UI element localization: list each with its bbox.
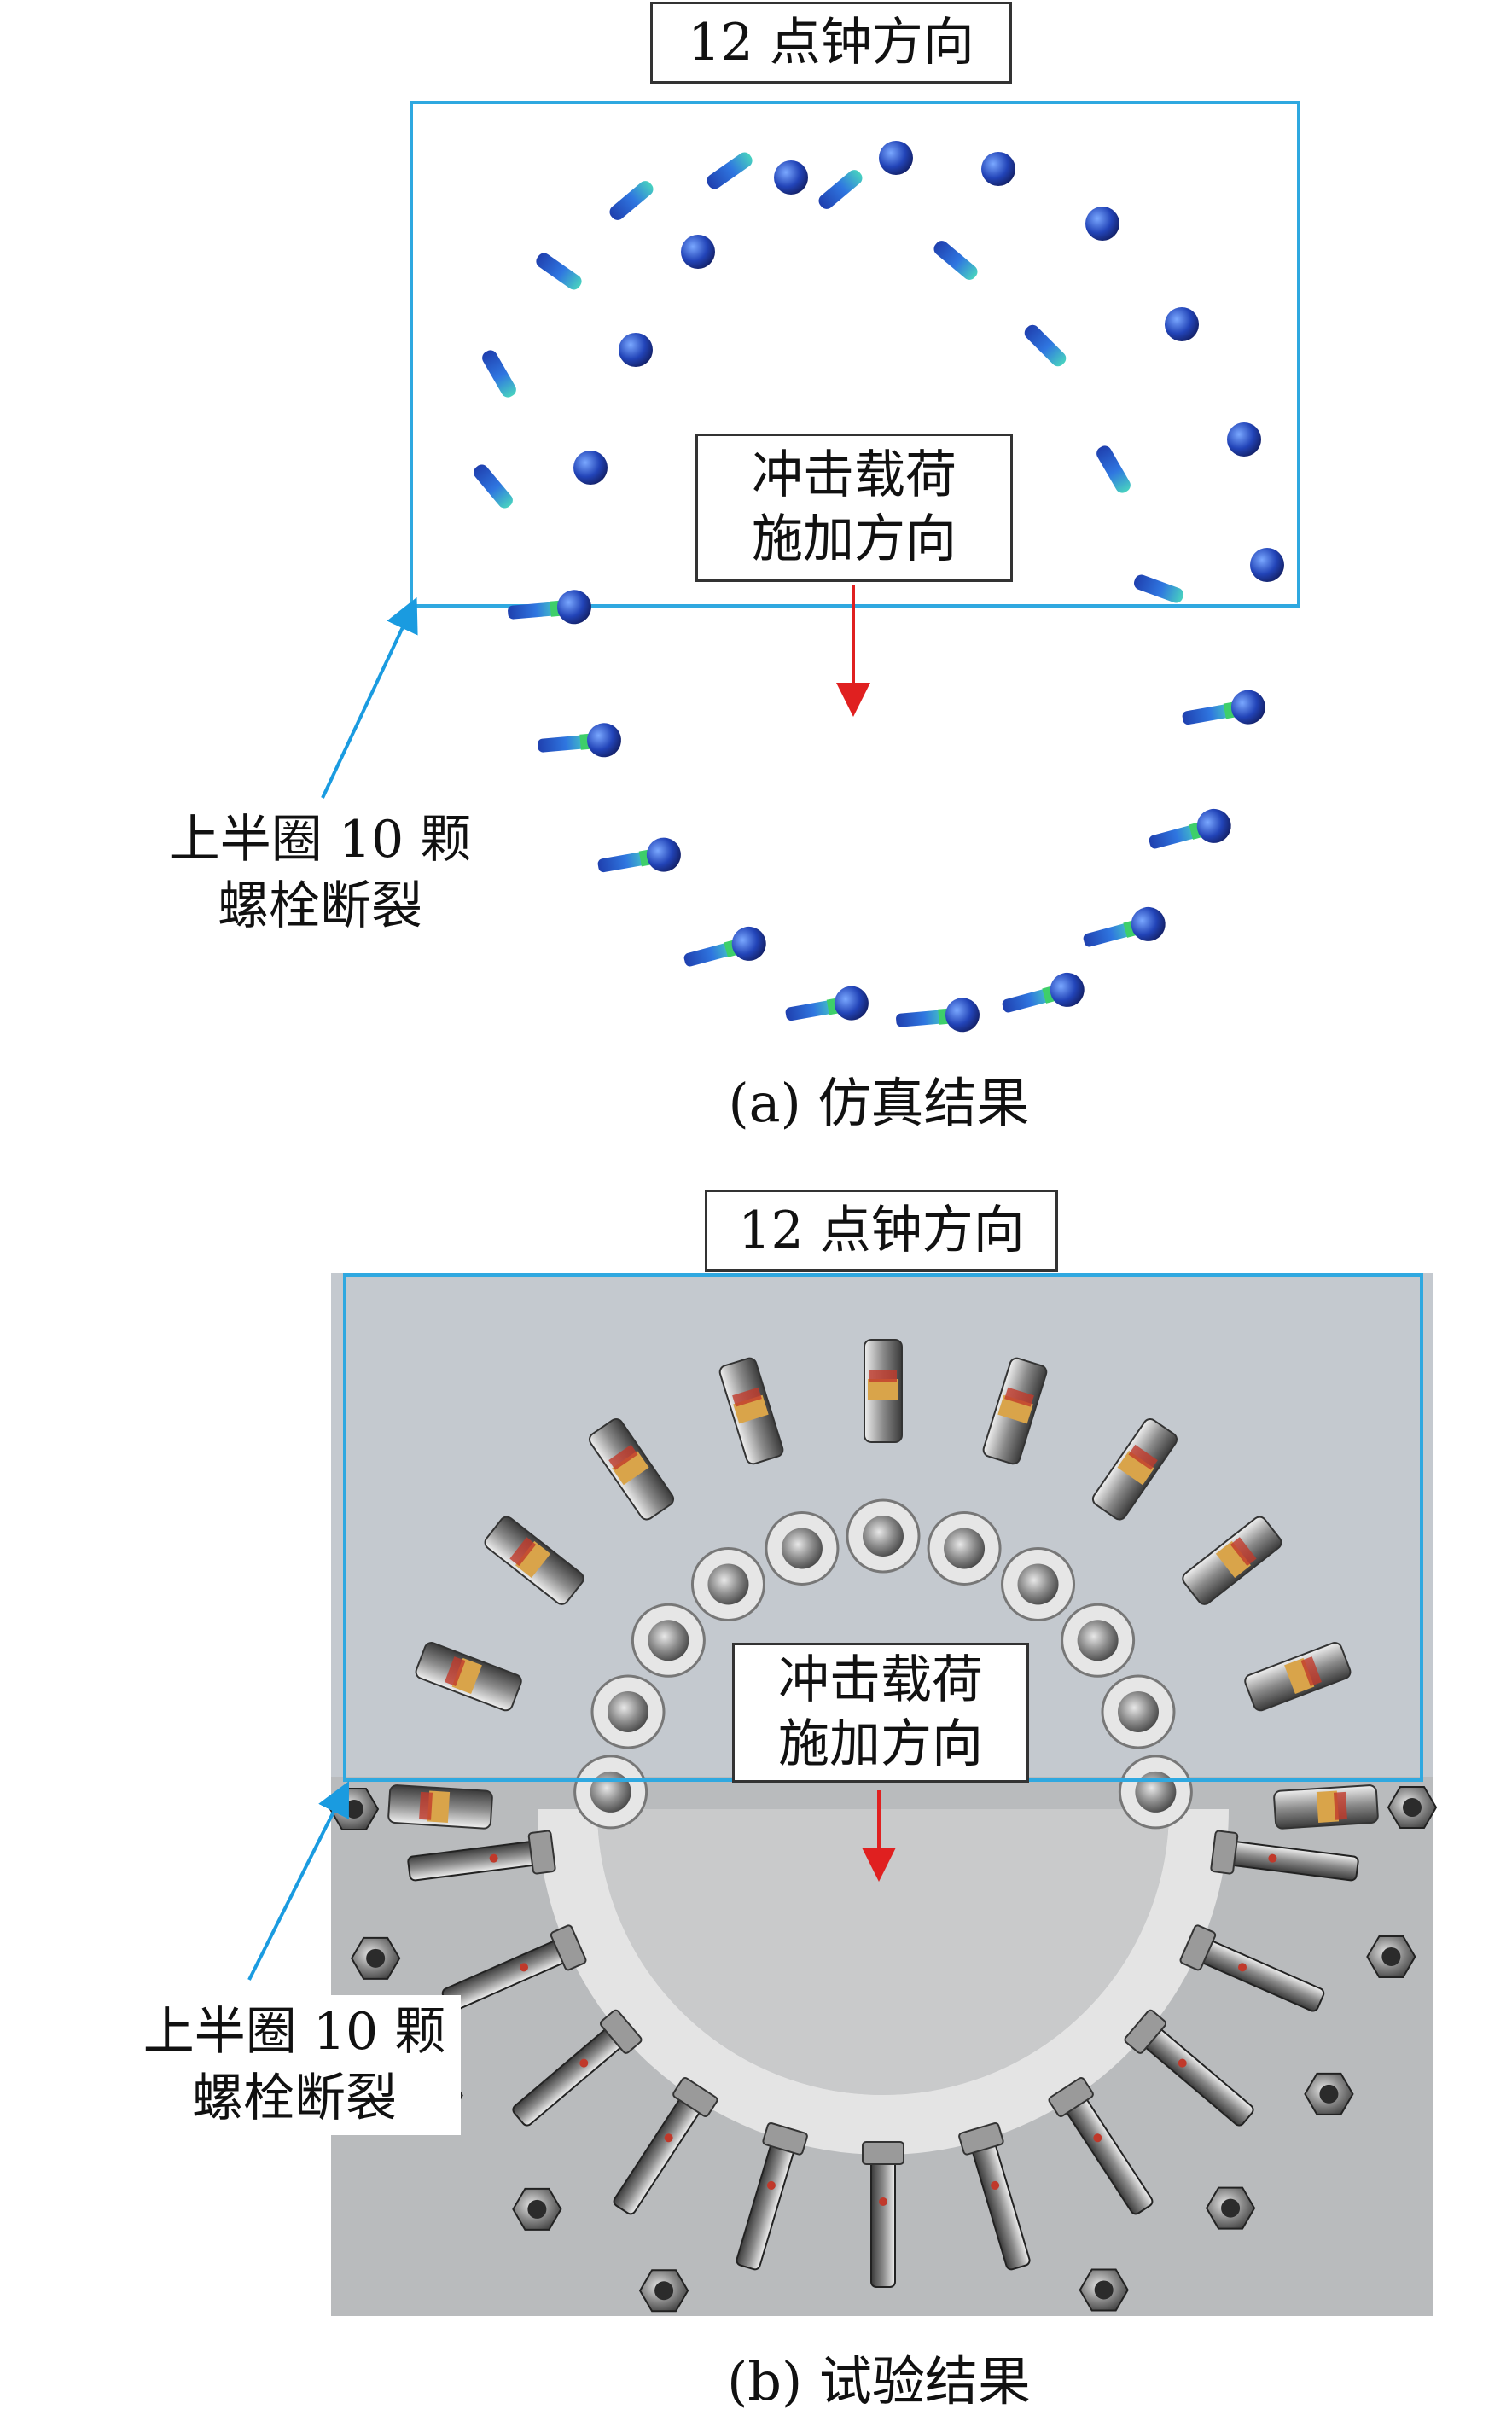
intact-bolt-icon	[1124, 2009, 1254, 2127]
washer-icon	[765, 1510, 840, 1586]
broken-bolt-icon	[718, 1357, 784, 1465]
washer-icon	[927, 1510, 1002, 1586]
bolt-fragment-icon	[707, 152, 753, 189]
washer-icon	[690, 1546, 765, 1621]
nut-icon	[1205, 2186, 1256, 2230]
broken-bolt-icon	[1091, 1417, 1178, 1521]
intact-bolt-icon	[441, 1924, 587, 2012]
broken-bolt-icon	[588, 1417, 675, 1521]
bolt-fragment-icon	[609, 181, 654, 220]
bolt-fragment-icon	[785, 986, 869, 1021]
flange-ring	[538, 1808, 1229, 2155]
fracture-note-line2-photo: 螺栓断裂	[192, 2069, 397, 2128]
bolt-fragment-icon	[818, 170, 863, 209]
impact-load-label: 冲击载荷 施加方向	[695, 434, 1013, 582]
washer-icon	[573, 1755, 648, 1830]
intact-bolt-icon	[512, 2009, 643, 2127]
intact-bolt-icon	[613, 2077, 718, 2215]
test-bolts	[329, 1339, 1438, 2313]
broken-bolt-icon	[1244, 1642, 1352, 1712]
bolt-fragment-icon	[1250, 548, 1284, 582]
broken-bolt-icon	[1182, 1516, 1282, 1605]
intact-bolt-icon	[1048, 2077, 1154, 2215]
broken-bolt-icon	[387, 1784, 493, 1830]
bolt-fragment-icon	[573, 451, 608, 485]
caption-test: (b) 试验结果	[727, 2350, 1031, 2412]
bolt-fragment-icon	[482, 350, 516, 398]
bolt-fragment-icon	[1133, 574, 1184, 603]
impact-load-line1-photo: 冲击载荷	[778, 1650, 983, 1710]
broken-bolt-icon	[864, 1339, 903, 1443]
bolt-fragment-icon	[1085, 207, 1119, 241]
washer-icon	[1101, 1674, 1176, 1749]
bolt-fragment-icon	[896, 998, 980, 1033]
broken-bolt-icon	[415, 1642, 522, 1712]
impact-load-line1: 冲击载荷	[752, 445, 957, 505]
nut-icon	[1304, 2072, 1354, 2115]
nut-icon	[512, 2187, 562, 2231]
nut-icon	[351, 1936, 401, 1980]
intact-bolt-icon	[1179, 1924, 1325, 2012]
fracture-note-line1-photo: 上半圈 10 颗	[142, 2002, 446, 2062]
bolt-fragment-icon	[1024, 324, 1067, 367]
washer-icon	[590, 1674, 666, 1749]
bolt-fragment-icon	[1149, 808, 1231, 849]
impact-load-line2: 施加方向	[752, 509, 957, 569]
bolt-fragment-icon	[508, 590, 591, 625]
intact-bolt-icon	[736, 2121, 808, 2271]
bolt-fragment-icon	[1227, 422, 1261, 457]
twelve-oclock-text-photo: 12 点钟方向	[738, 1200, 1025, 1260]
fracture-note-line1: 上半圈 10 颗	[168, 810, 472, 870]
washer-icon	[1001, 1546, 1076, 1621]
impact-load-label-photo: 冲击载荷 施加方向	[732, 1643, 1029, 1783]
bolt-fragment-icon	[536, 253, 582, 290]
simulation-view	[321, 101, 1300, 1033]
bolt-fragment-icon	[981, 152, 1015, 186]
simulated-bolts	[474, 141, 1284, 1033]
bolt-fragment-icon	[619, 333, 653, 367]
callout-arrow-icon	[321, 596, 418, 799]
bolt-fragment-icon	[1182, 690, 1265, 725]
washer-icon	[846, 1498, 921, 1574]
bolt-fragment-icon	[879, 141, 913, 175]
nut-icon	[1079, 2268, 1129, 2312]
callout-arrow-icon	[247, 1781, 349, 1981]
twelve-oclock-label-photo: 12 点钟方向	[705, 1190, 1058, 1272]
intact-bolt-icon	[407, 1830, 556, 1882]
bolt-fragment-icon	[1002, 972, 1085, 1013]
broken-bolt-icon	[982, 1357, 1048, 1465]
bolt-fragment-icon	[683, 926, 766, 967]
washer-icon	[1061, 1603, 1136, 1678]
panel-simulation: 12 点钟方向 冲击载荷 施加方向 上半圈 10 颗 螺栓断裂 (a) 仿真结果	[0, 0, 1512, 1143]
intact-bolt-icon	[1210, 1830, 1359, 1882]
caption-simulation: (a) 仿真结果	[728, 1072, 1030, 1134]
bolt-fragment-icon	[933, 241, 978, 280]
nut-icon	[638, 2269, 689, 2313]
fracture-note-photo: 上半圈 10 颗 螺栓断裂	[128, 1995, 461, 2135]
twelve-oclock-label: 12 点钟方向	[650, 2, 1012, 84]
twelve-oclock-text: 12 点钟方向	[688, 12, 974, 73]
fracture-note-line2: 螺栓断裂	[218, 876, 422, 936]
broken-bolt-icon	[1273, 1784, 1379, 1830]
panel-test: 12 点钟方向 冲击载荷 施加方向 上半圈 10 颗 螺栓断裂 (b) 试验结果	[0, 1178, 1512, 2412]
bolt-fragment-icon	[474, 464, 513, 509]
bolt-fragment-icon	[538, 723, 621, 758]
bolt-fragment-icon	[1096, 445, 1131, 493]
bolt-fragment-icon	[774, 160, 808, 195]
broken-bolt-icon	[484, 1516, 584, 1605]
bolt-fragment-icon	[597, 837, 681, 873]
fracture-note: 上半圈 10 颗 螺栓断裂	[158, 806, 482, 940]
bolt-fragment-icon	[1165, 307, 1199, 341]
nut-icon	[1366, 1935, 1416, 1978]
intact-bolt-icon	[862, 2141, 904, 2288]
test-photo	[247, 1273, 1438, 2316]
washer-icon	[631, 1603, 706, 1678]
nut-icon	[1387, 1786, 1438, 1830]
bolt-fragment-icon	[1083, 906, 1166, 947]
bolt-fragment-icon	[681, 235, 715, 269]
intact-bolt-icon	[958, 2121, 1031, 2271]
impact-load-line2-photo: 施加方向	[778, 1714, 983, 1774]
flange-inner	[597, 1809, 1169, 2095]
washer-icon	[1118, 1755, 1193, 1830]
